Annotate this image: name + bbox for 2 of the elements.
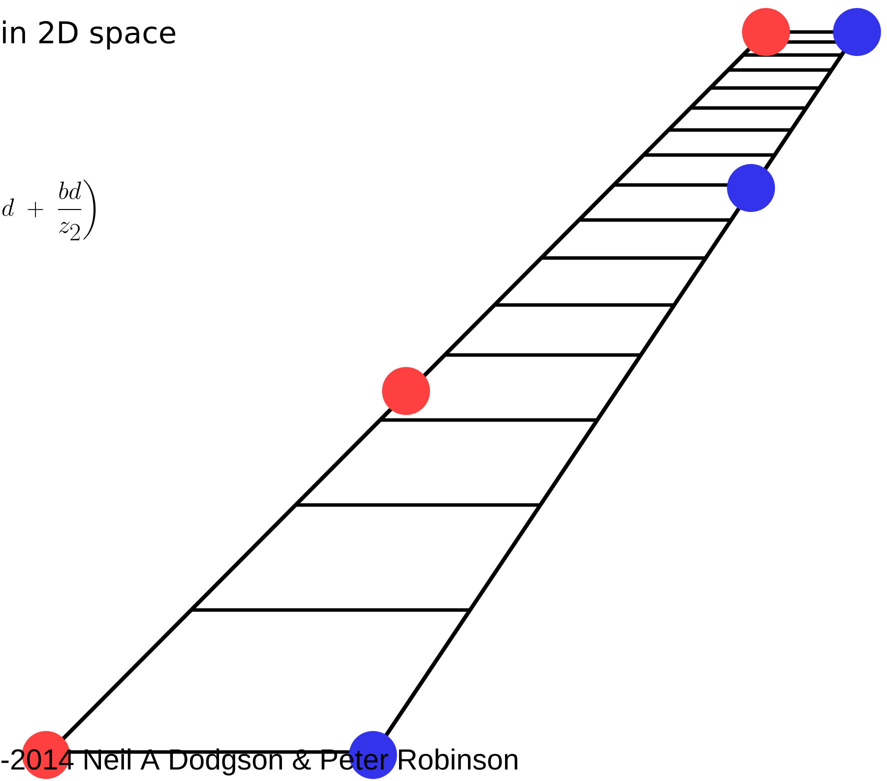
formula: $\left. d \;+\; \dfrac{bd}{z_{2}} \right)$ [2,180,96,240]
heading-text: in 2D space [3,20,176,50]
